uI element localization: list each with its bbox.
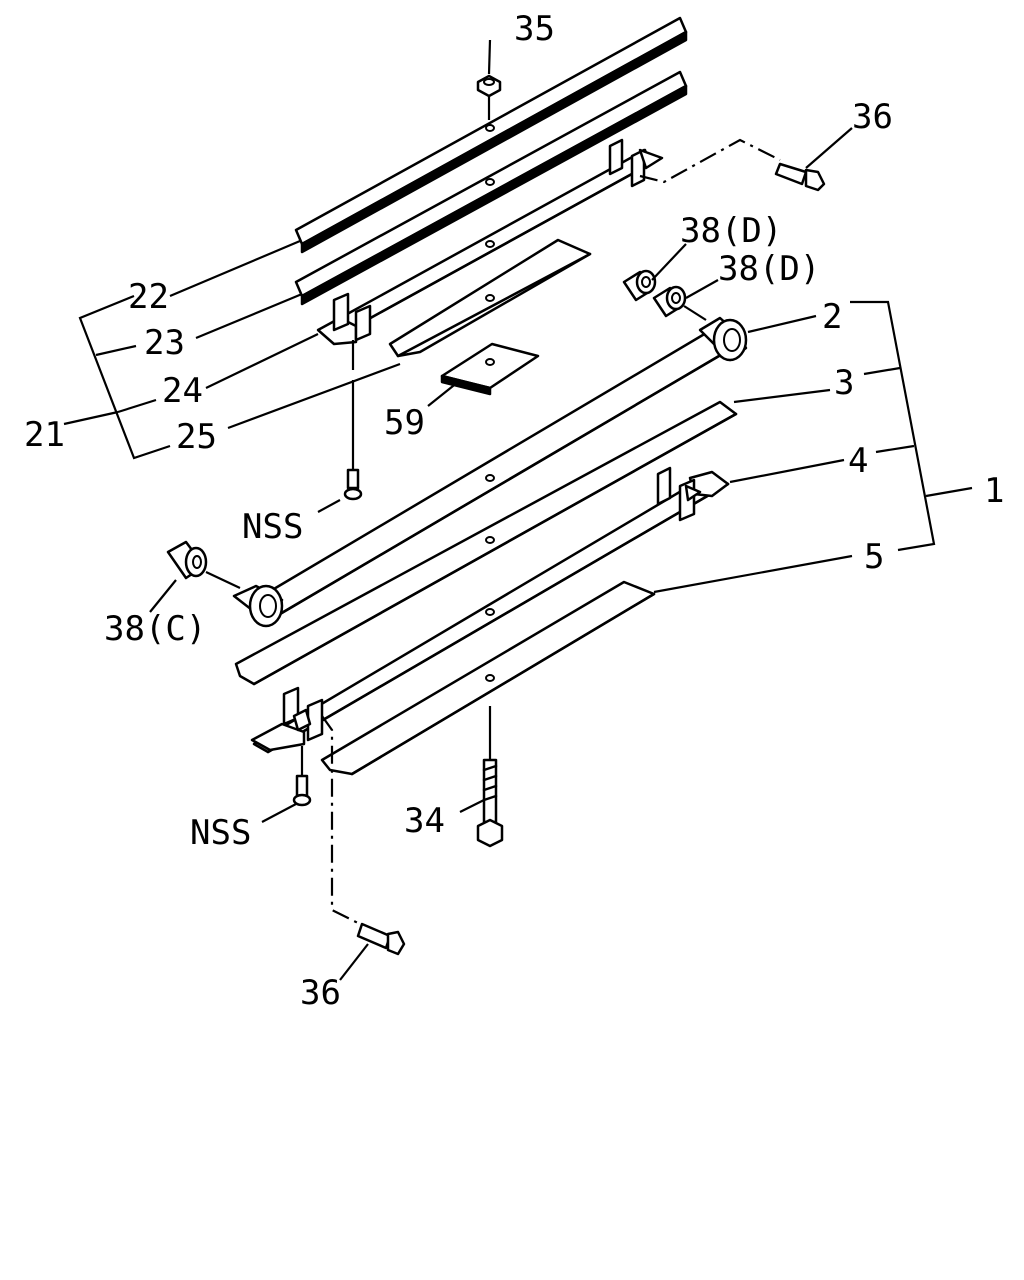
callout-25: 25 bbox=[176, 417, 217, 457]
leaf-22 bbox=[294, 16, 688, 254]
leaf-23 bbox=[294, 70, 688, 306]
callout-59: 59 bbox=[384, 403, 425, 443]
leaf-3 bbox=[234, 400, 738, 686]
center-bolt-34 bbox=[476, 706, 504, 848]
callout-1: 1 bbox=[984, 471, 1004, 511]
callout-36-top: 36 bbox=[852, 97, 893, 137]
leaf-4 bbox=[250, 466, 730, 754]
bushing-38d-2 bbox=[652, 285, 707, 321]
main-leaf-2 bbox=[232, 316, 748, 628]
callout-nss-lower: NSS bbox=[190, 813, 251, 853]
leaf-5 bbox=[320, 580, 656, 776]
callout-5: 5 bbox=[864, 537, 884, 577]
callout-21: 21 bbox=[24, 415, 65, 455]
callout-36-bottom: 36 bbox=[300, 973, 341, 1013]
callout-nss-upper: NSS bbox=[242, 507, 303, 547]
callout-35: 35 bbox=[514, 9, 555, 49]
leaf-25 bbox=[388, 238, 592, 358]
callout-22: 22 bbox=[128, 277, 169, 317]
nss-bolt-lower bbox=[292, 746, 312, 807]
bushing-38d-1 bbox=[622, 269, 657, 302]
bolt-36-bottom bbox=[321, 715, 406, 956]
callout-38d-1: 38(D) bbox=[680, 211, 782, 251]
leader-lines bbox=[63, 39, 973, 981]
pad-59 bbox=[440, 342, 540, 396]
callout-3: 3 bbox=[834, 363, 854, 403]
callout-23: 23 bbox=[144, 323, 185, 363]
nut-35 bbox=[476, 74, 502, 120]
callout-34: 34 bbox=[404, 801, 445, 841]
bolt-36-top bbox=[639, 138, 826, 192]
callout-24: 24 bbox=[162, 371, 203, 411]
callout-38c: 38(C) bbox=[104, 609, 206, 649]
callout-38d-2: 38(D) bbox=[718, 249, 820, 289]
leaf-24 bbox=[316, 138, 664, 346]
callout-4: 4 bbox=[848, 441, 868, 481]
nss-bolt-upper bbox=[343, 340, 363, 501]
callout-2: 2 bbox=[822, 297, 842, 337]
bushing-38c bbox=[166, 540, 241, 589]
